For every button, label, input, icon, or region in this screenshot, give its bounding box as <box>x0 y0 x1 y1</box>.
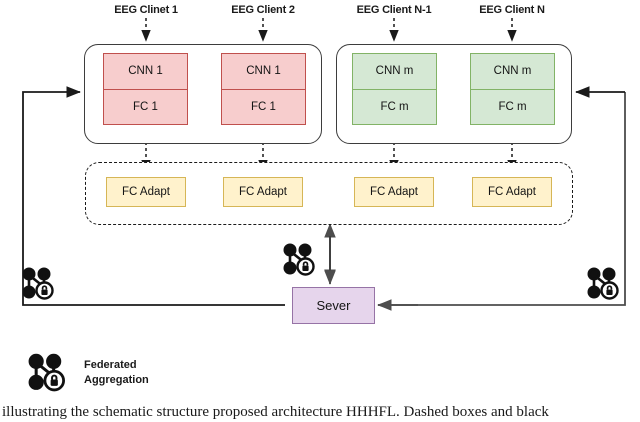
cnn-block-client-1: CNN 1 <box>128 65 163 78</box>
model-stack-client-n-1[interactable]: CNN m FC m <box>352 53 437 125</box>
legend-label: Federated Aggregation <box>84 359 149 386</box>
server-to-left-group-path <box>22 86 285 306</box>
client-label-2: EEG Client 2 <box>231 4 295 16</box>
fc-adapt-client-n[interactable]: FC Adapt <box>472 177 552 207</box>
federated-aggregation-icon-center <box>283 243 315 276</box>
fc-adapt-client-n-1[interactable]: FC Adapt <box>354 177 434 207</box>
fc-adapt-client-1[interactable]: FC Adapt <box>106 177 186 207</box>
client-label-4: EEG Client N <box>479 4 545 16</box>
figure-caption: illustrating the schematic structure pro… <box>2 404 549 420</box>
fc-block-client-1: FC 1 <box>104 88 187 125</box>
client-label-3: EEG Client N-1 <box>356 4 432 16</box>
cnn-block-client-n: CNN m <box>493 65 532 78</box>
federated-aggregation-icon-right <box>587 267 619 300</box>
right-loop-down-path <box>378 92 626 306</box>
server-box[interactable]: Sever <box>292 287 375 324</box>
label-to-model-connectors <box>141 18 517 42</box>
client-label-1: EEG Clinet 1 <box>114 4 178 16</box>
cnn-block-client-n-1: CNN m <box>375 65 414 78</box>
model-stack-client-2[interactable]: CNN 1 FC 1 <box>221 53 306 125</box>
fc-block-client-n: FC m <box>471 88 554 125</box>
federated-aggregation-icon-left <box>22 267 54 300</box>
model-stack-client-n[interactable]: CNN m FC m <box>470 53 555 125</box>
model-stack-client-1[interactable]: CNN 1 FC 1 <box>103 53 188 125</box>
fc-adapt-client-2[interactable]: FC Adapt <box>223 177 303 207</box>
legend-federated-aggregation-icon <box>28 353 65 392</box>
cnn-block-client-2: CNN 1 <box>246 65 281 78</box>
fc-block-client-2: FC 1 <box>222 88 305 125</box>
fc-block-client-n-1: FC m <box>353 88 436 125</box>
